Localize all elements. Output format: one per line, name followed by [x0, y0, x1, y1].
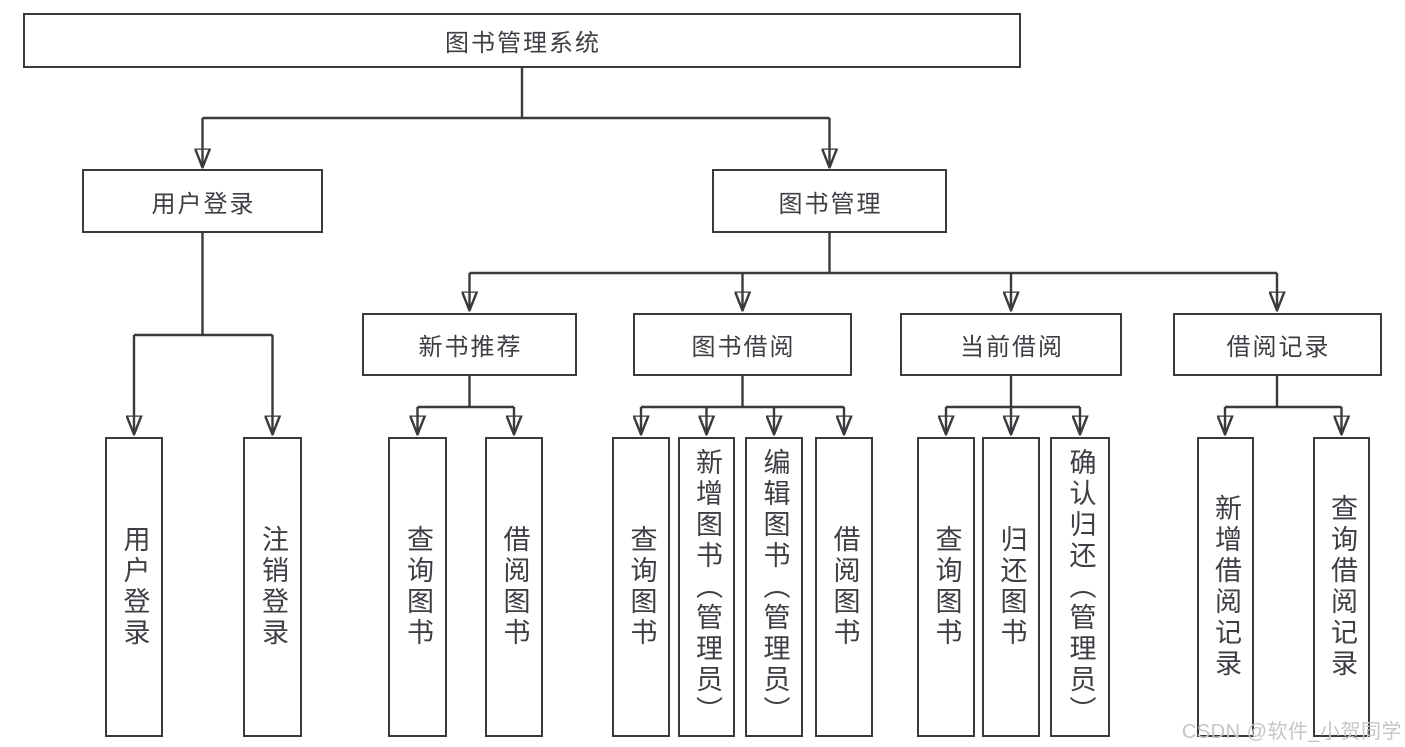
node-book-borrow-label: 图书借阅: [691, 334, 796, 361]
leaf-borrow-book-recommend-label: 借阅图书: [499, 525, 530, 649]
node-book-management: 图书管理: [712, 169, 947, 233]
connector-current-borrow: [946, 376, 1080, 433]
leaf-user-login-label: 用户登录: [119, 525, 150, 649]
connector-new-book-recommend: [418, 376, 515, 433]
node-root-system-label: 图书管理系统: [445, 30, 601, 57]
leaf-user-login: 用户登录: [105, 437, 163, 737]
node-user-login: 用户登录: [82, 169, 323, 233]
node-book-management-label: 图书管理: [778, 190, 883, 218]
leaf-add-borrow-record-label: 新增借阅记录: [1211, 494, 1241, 680]
connector-book-management: [470, 233, 1278, 309]
node-borrow-record: 借阅记录: [1173, 313, 1382, 376]
leaf-query-book-recommend-label: 查询图书: [403, 525, 433, 649]
leaf-query-borrow-record: 查询借阅记录: [1313, 437, 1370, 737]
leaf-query-book-current-label: 查询图书: [931, 525, 962, 649]
leaf-logout: 注销登录: [243, 437, 302, 737]
leaf-add-book-admin: 新增图书（管理员）: [678, 437, 735, 737]
connector-root: [203, 68, 830, 166]
leaf-query-borrow-record-label: 查询借阅记录: [1327, 494, 1357, 680]
leaf-borrow-book: 借阅图书: [815, 437, 873, 737]
leaf-edit-book-admin: 编辑图书（管理员）: [745, 437, 803, 737]
leaf-borrow-book-recommend: 借阅图书: [485, 437, 543, 737]
leaf-borrow-book-label: 借阅图书: [829, 525, 860, 649]
node-borrow-record-label: 借阅记录: [1226, 334, 1331, 361]
node-current-borrow-label: 当前借阅: [960, 334, 1064, 361]
connector-borrow-record: [1225, 376, 1342, 433]
leaf-confirm-return-admin-label: 确认归还（管理员）: [1065, 447, 1096, 727]
node-current-borrow: 当前借阅: [900, 313, 1122, 376]
leaf-return-book: 归还图书: [982, 437, 1040, 737]
leaf-edit-book-admin-label: 编辑图书（管理员）: [759, 447, 790, 727]
leaf-add-book-admin-label: 新增图书（管理员）: [692, 447, 722, 727]
node-user-login-label: 用户登录: [151, 190, 256, 218]
csdn-watermark: CSDN @软件_小贺同学: [1181, 721, 1402, 743]
leaf-query-book-borrow-label: 查询图书: [626, 525, 657, 649]
leaf-confirm-return-admin: 确认归还（管理员）: [1050, 437, 1110, 737]
leaf-return-book-label: 归还图书: [996, 525, 1027, 649]
node-new-book-recommend-label: 新书推荐: [418, 334, 523, 361]
node-new-book-recommend: 新书推荐: [362, 313, 577, 376]
connector-book-borrow: [641, 376, 844, 433]
connector-user-login: [134, 233, 273, 433]
leaf-add-borrow-record: 新增借阅记录: [1197, 437, 1254, 737]
leaf-logout-label: 注销登录: [258, 525, 288, 649]
node-book-borrow: 图书借阅: [633, 313, 852, 376]
leaf-query-book-current: 查询图书: [917, 437, 975, 737]
leaf-query-book-borrow: 查询图书: [612, 437, 670, 737]
leaf-query-book-recommend: 查询图书: [388, 437, 447, 737]
node-root-system: 图书管理系统: [23, 13, 1021, 68]
